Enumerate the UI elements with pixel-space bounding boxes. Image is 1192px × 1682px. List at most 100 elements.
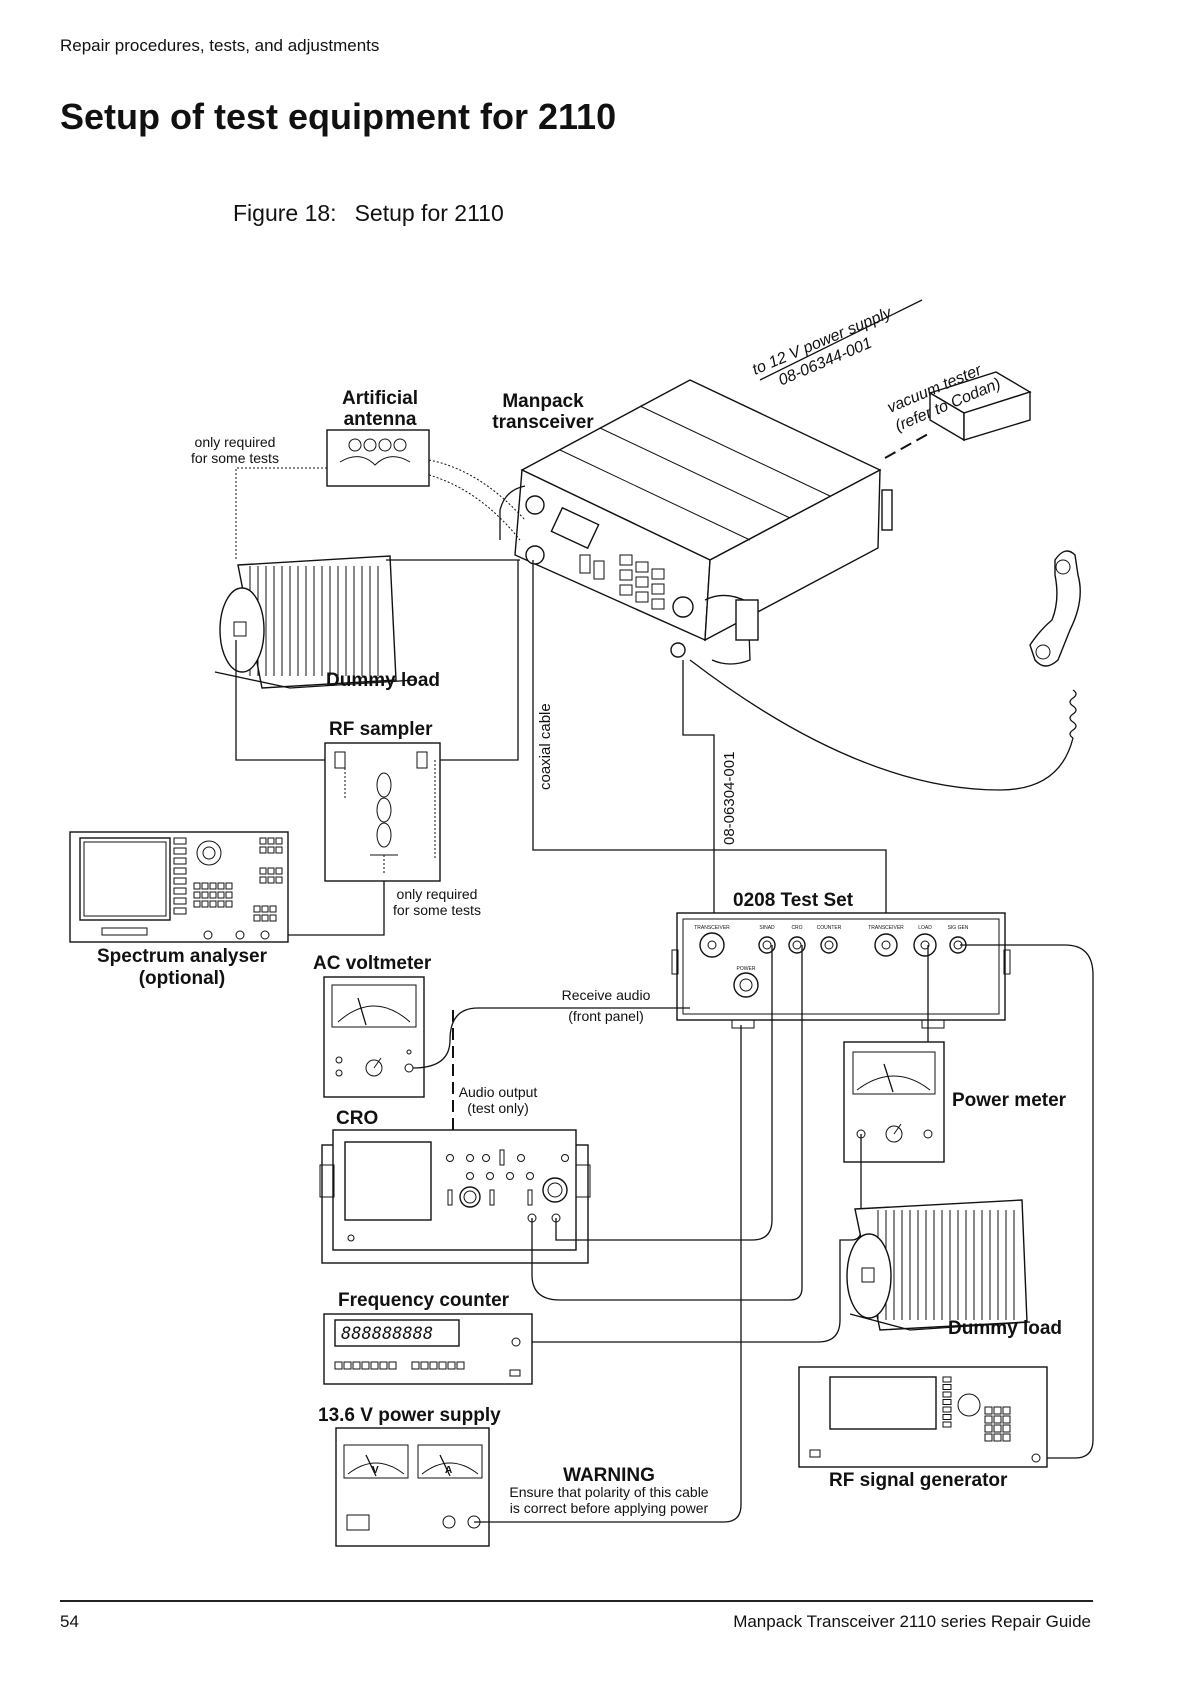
keypad-key — [1002, 1424, 1011, 1433]
warning-text: Ensure that polarity of this cable — [509, 1484, 708, 1500]
cro — [319, 1129, 591, 1264]
test-set-port-pin — [762, 940, 772, 950]
softkey — [942, 1406, 952, 1413]
sampler-to-spectrum-analyser — [268, 881, 385, 936]
antenna-dashed-link — [428, 459, 526, 521]
power-supply-lead — [759, 299, 923, 381]
keypad-key — [275, 867, 283, 875]
audio-output-label: Audio output — [459, 1084, 538, 1100]
cro-knob — [466, 1172, 474, 1180]
keypad-key — [267, 876, 275, 884]
test-set-port-label: SINAD — [759, 925, 775, 931]
keypad-key — [984, 1415, 993, 1424]
power-supply: V A — [335, 1427, 490, 1547]
keypad-key — [984, 1433, 993, 1442]
keypad-key — [253, 905, 261, 913]
cro-knob — [466, 1154, 474, 1162]
figure-number: Figure 18: — [233, 200, 337, 226]
coaxial-cable — [532, 560, 887, 915]
keypad-key — [993, 1433, 1002, 1442]
spectrum-analyser-label-2: (optional) — [139, 968, 226, 989]
test-set-port — [913, 933, 937, 957]
test-set-port-pin — [792, 940, 802, 950]
softkey — [942, 1421, 952, 1428]
keypad-key — [201, 891, 209, 899]
keypad-key — [261, 905, 269, 913]
test-set-power-port-label: POWER — [737, 966, 756, 972]
softkey — [173, 887, 187, 895]
artificial-antenna-label-2: antenna — [344, 409, 417, 430]
keypad-key — [993, 1415, 1002, 1424]
counter-button — [379, 1361, 388, 1370]
keypad-key — [225, 900, 233, 908]
power-cable — [474, 1025, 742, 1523]
vacuum-tester-box — [928, 371, 1032, 442]
test-set-port-label: TRANSCEIVER — [694, 925, 730, 931]
manpack-transceiver-drawing — [499, 379, 893, 665]
keypad-key — [261, 914, 269, 922]
keypad-key — [269, 905, 277, 913]
handset — [1029, 550, 1081, 739]
cro-knob — [446, 1154, 454, 1162]
ac-voltmeter — [323, 976, 425, 1098]
keypad-key — [984, 1424, 993, 1433]
siggen-cable — [960, 944, 1094, 1459]
page-number: 54 — [60, 1612, 79, 1631]
keypad-key — [269, 914, 277, 922]
artificial-antenna — [326, 429, 430, 487]
receive-audio-label: Receive audio — [562, 987, 651, 1003]
page-title: Setup of test equipment for 2110 — [60, 96, 617, 137]
dummy-load-1 — [214, 555, 416, 689]
softkey — [173, 857, 187, 865]
rf-signal-generator-label: RF signal generator — [829, 1470, 1008, 1491]
power-meter — [843, 1041, 945, 1163]
power-supply-label: 13.6 V power supply — [318, 1405, 501, 1426]
cro-label: CRO — [336, 1108, 378, 1129]
cro-cable — [531, 945, 803, 1301]
receive-audio-note: (front panel) — [568, 1008, 643, 1024]
figure-caption: Figure 18:Setup for 2110 — [233, 200, 504, 227]
receive-audio-cable — [412, 1007, 690, 1069]
only-required-note-1: only required — [195, 434, 276, 450]
keypad-key — [201, 900, 209, 908]
test-set-port — [699, 932, 725, 958]
cro-knob — [526, 1172, 534, 1180]
test-cable-label: 08-06304-001 — [721, 752, 738, 845]
warning-text-2: is correct before applying power — [510, 1500, 709, 1516]
softkey — [173, 837, 187, 845]
frequency-counter: 888888888 — [323, 1313, 533, 1385]
keypad-key — [275, 876, 283, 884]
keypad-key — [259, 837, 267, 845]
keypad-key — [209, 891, 217, 899]
running-header: Repair procedures, tests, and adjustment… — [60, 36, 380, 55]
sinad-cable — [555, 945, 773, 1241]
guide-title: Manpack Transceiver 2110 series Repair G… — [733, 1612, 1091, 1631]
keypad-key — [993, 1406, 1002, 1415]
counter-button — [370, 1361, 379, 1370]
keypad-key — [275, 846, 283, 854]
counter-button — [420, 1361, 429, 1370]
keypad-key — [193, 900, 201, 908]
test-set-port-pin — [707, 940, 717, 950]
keypad-key — [201, 882, 209, 890]
dummy-load-2-label: Dummy load — [948, 1318, 1062, 1339]
only-required-note-2: only required — [397, 886, 478, 902]
softkey — [173, 847, 187, 855]
counter-button — [447, 1361, 456, 1370]
sampler-to-transceiver — [440, 560, 519, 761]
keypad-key — [267, 837, 275, 845]
softkey — [173, 897, 187, 905]
test-set-port-label: LOAD — [918, 925, 932, 931]
keypad-key — [217, 882, 225, 890]
keypad-key — [275, 837, 283, 845]
cro-knob — [486, 1172, 494, 1180]
test-set-port-pin — [920, 940, 930, 950]
handset-cable — [689, 659, 1074, 791]
keypad-key — [1002, 1415, 1011, 1424]
test-set-port-label: CRO — [791, 925, 802, 931]
cro-switch — [447, 1189, 453, 1206]
spectrum-analyser-label: Spectrum analyser — [97, 946, 268, 967]
keypad-key — [225, 891, 233, 899]
